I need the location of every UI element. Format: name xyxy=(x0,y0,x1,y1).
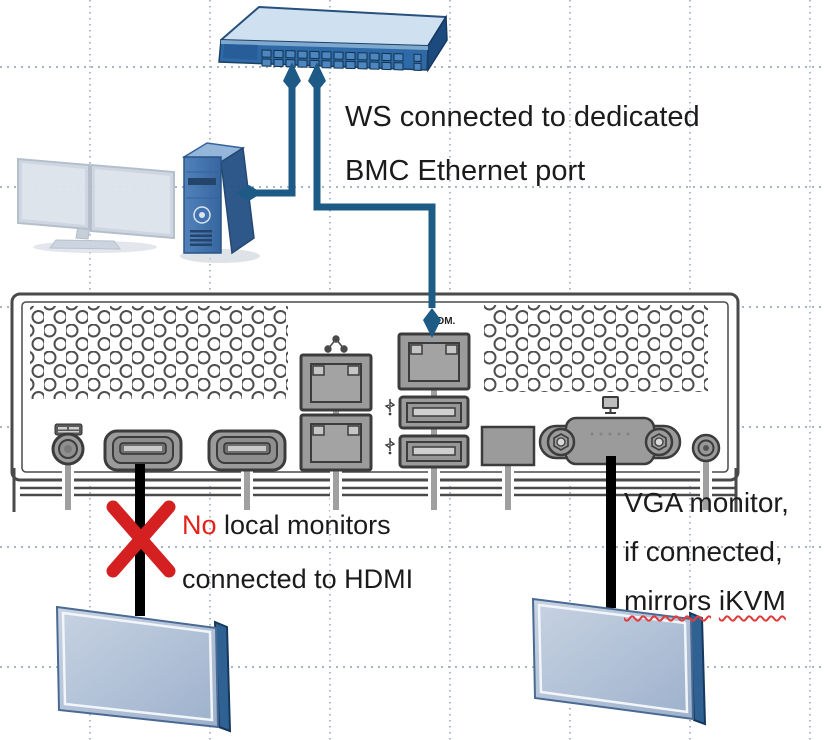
monitor-bottom-left xyxy=(55,605,232,733)
vga-black-cable xyxy=(606,456,616,608)
power-jack xyxy=(691,433,721,463)
hdmi-annotation-line1-rest: local monitors xyxy=(216,510,391,540)
tower-grille xyxy=(190,230,212,246)
monitor-bottom-right xyxy=(531,597,707,726)
diamond-arrow-icon xyxy=(283,62,301,92)
lan-port-2 xyxy=(299,413,373,472)
hdmi-annotation: No local monitors connected to HDMI xyxy=(182,498,413,606)
gridline-horizontal xyxy=(0,666,824,668)
bmc-annotation-line1: WS connected to dedicated xyxy=(345,101,700,133)
hdmi-annotation-line2: connected to HDMI xyxy=(182,564,414,594)
vent-holes-right xyxy=(484,305,708,392)
vga-annotation-line2: if connected, xyxy=(624,536,783,567)
optical-drive-slot xyxy=(188,178,216,185)
switch-ports xyxy=(261,49,422,71)
diamond-arrow-icon xyxy=(423,308,441,338)
cable-ws-to-switch xyxy=(236,62,301,201)
workstation xyxy=(17,142,260,263)
network-switch xyxy=(218,6,448,73)
hdmi-annotation-highlight: No xyxy=(182,510,217,540)
bmc-ethernet-port xyxy=(397,332,471,391)
hdmi-annotation-line1: No local monitors xyxy=(182,498,413,552)
monitor-icon xyxy=(602,396,619,414)
gridline-horizontal xyxy=(0,186,824,188)
workstation-monitors xyxy=(17,157,175,250)
vga-annotation-line3: mirrors iKVM xyxy=(624,576,789,625)
vga-annotation: VGA monitor, if connected, mirrors iKVM xyxy=(624,478,789,625)
bmc-annotation: WS connected to dedicated BMC Ethernet p… xyxy=(345,90,700,198)
workstation-tower xyxy=(181,142,255,255)
bmc-annotation-line2: BMC Ethernet port xyxy=(345,155,586,187)
lan-port-1 xyxy=(299,353,373,412)
bmc-port-label: DM. xyxy=(437,316,456,327)
hdmi-port-2 xyxy=(207,429,287,472)
audio-jack-port xyxy=(51,423,85,466)
vga-annotation-line1: VGA monitor, xyxy=(624,487,789,518)
expansion-port xyxy=(480,425,536,467)
vent-holes-left xyxy=(30,306,288,399)
usb-port-2 xyxy=(398,434,470,469)
red-x-icon xyxy=(106,500,176,578)
gridline-horizontal xyxy=(0,546,824,548)
cable-switch-to-bmc xyxy=(308,62,441,338)
vga-annotation-word-mirrors: mirrors xyxy=(624,585,712,616)
network-icon xyxy=(324,335,348,353)
gridline-vertical xyxy=(809,0,811,740)
usb-port-1 xyxy=(398,395,470,430)
diamond-arrow-icon xyxy=(308,62,326,92)
diamond-connector xyxy=(236,185,262,201)
vga-annotation-word-ikvm: iKVM xyxy=(718,585,786,616)
